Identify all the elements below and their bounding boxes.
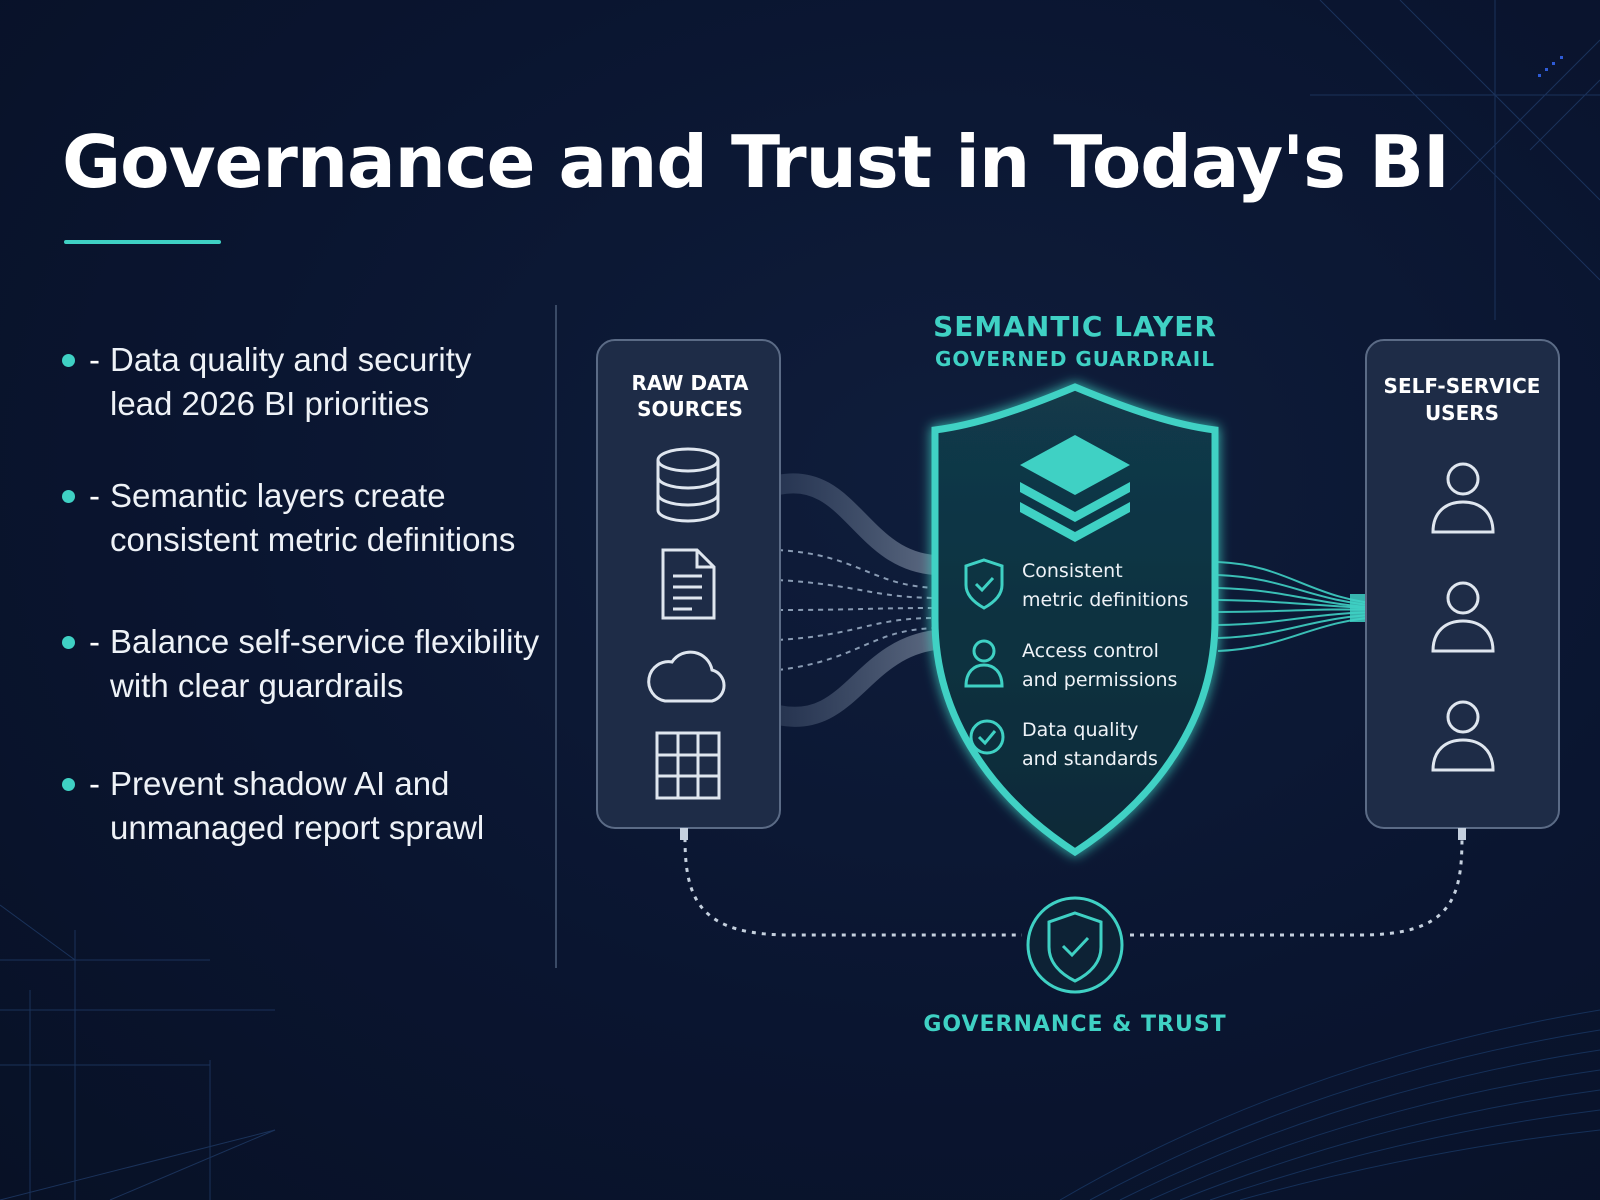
outgoing-data-flows — [1217, 561, 1391, 652]
user-icon — [1431, 462, 1495, 534]
item-text-line2: metric definitions — [1022, 589, 1189, 611]
user-icon — [964, 639, 1004, 688]
users-label-line1: SELF-SERVICE — [1384, 374, 1541, 398]
database-icon — [656, 447, 720, 523]
check-circle-icon — [969, 719, 1005, 755]
bullet-dot — [62, 636, 75, 649]
user-icon — [1431, 581, 1495, 653]
bullet-dot — [62, 490, 75, 503]
semantic-layer-title: SEMANTIC LAYER — [933, 310, 1217, 343]
bullet-text: Data quality and security lead 2026 BI p… — [110, 341, 472, 422]
bullet-item: - Semantic layers create consistent metr… — [62, 474, 552, 562]
sources-label-line2: SOURCES — [637, 397, 743, 421]
bullet-item: - Prevent shadow AI and unmanaged report… — [62, 762, 552, 850]
bullet-text: Prevent shadow AI and unmanaged report s… — [110, 765, 485, 846]
bullet-dash: - — [89, 623, 100, 660]
bullet-dash: - — [89, 341, 100, 378]
self-service-users-panel: SELF-SERVICE USERS — [1365, 339, 1560, 829]
users-label-line2: USERS — [1425, 401, 1499, 425]
item-text-line2: and standards — [1022, 748, 1158, 770]
document-icon — [661, 548, 716, 620]
bullet-dash: - — [89, 477, 100, 514]
table-icon — [655, 731, 721, 800]
user-icon — [1431, 700, 1495, 772]
shield-check-icon — [964, 558, 1004, 610]
semantic-layer-subtitle: GOVERNED GUARDRAIL — [935, 347, 1215, 371]
governance-trust-label: GOVERNANCE & TRUST — [923, 1012, 1226, 1037]
governance-shield-icon — [1026, 896, 1124, 994]
layers-icon — [1020, 435, 1130, 542]
bullet-dot — [62, 354, 75, 367]
cloud-icon — [647, 650, 726, 703]
page-title: Governance and Trust in Today's BI — [62, 120, 1450, 204]
bullet-dot — [62, 778, 75, 791]
bullet-text: Semantic layers create consistent metric… — [110, 477, 516, 558]
bullet-text: Balance self-service flexibility with cl… — [110, 623, 540, 704]
bullet-item: - Balance self-service flexibility with … — [62, 620, 552, 708]
governance-loop — [683, 837, 1464, 937]
item-text-line2: and permissions — [1022, 669, 1177, 691]
bullet-dash: - — [89, 765, 100, 802]
title-underline — [64, 240, 221, 244]
item-text-line1: Access control — [1022, 640, 1159, 662]
item-text-line1: Data quality — [1022, 719, 1138, 741]
raw-data-sources-panel: RAW DATA SOURCES — [596, 339, 781, 829]
guardrail-shield: Consistent metric definitions Access con… — [931, 383, 1219, 857]
incoming-data-flows — [775, 473, 937, 727]
vertical-divider — [555, 305, 557, 968]
bullet-item: - Data quality and security lead 2026 BI… — [62, 338, 552, 426]
item-text-line1: Consistent — [1022, 560, 1123, 582]
sources-label-line1: RAW DATA — [631, 371, 749, 395]
